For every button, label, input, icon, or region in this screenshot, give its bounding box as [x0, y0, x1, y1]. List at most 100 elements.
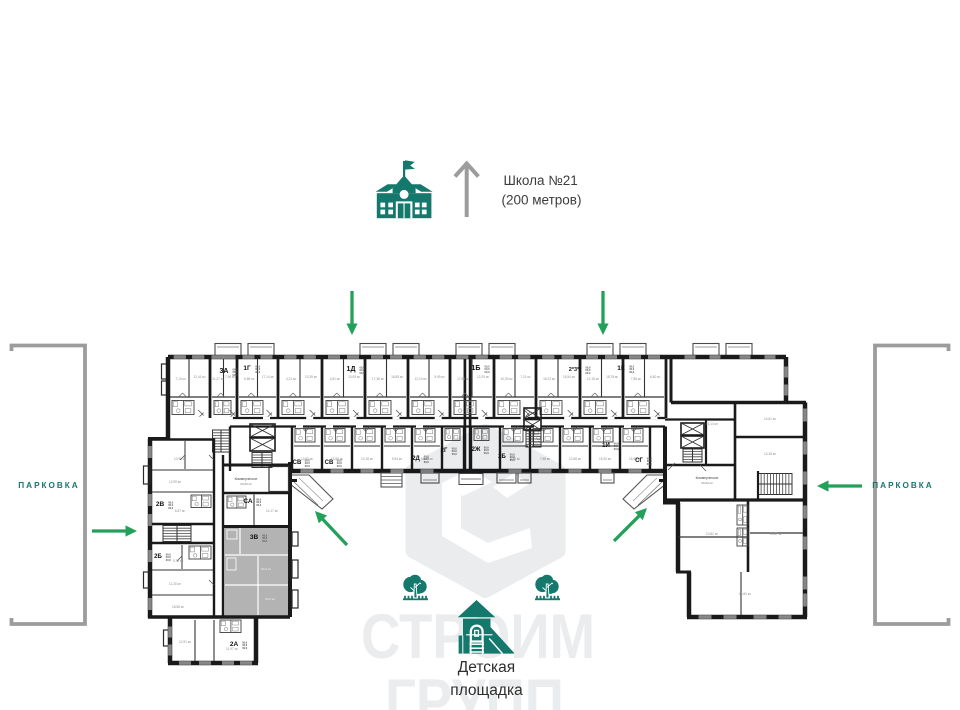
svg-text:00,0: 00,0: [166, 558, 172, 562]
svg-text:(200 метров): (200 метров): [502, 193, 582, 208]
svg-text:17,53 м²: 17,53 м²: [457, 377, 469, 381]
svg-text:12,10 м²: 12,10 м²: [415, 377, 427, 381]
svg-text:00,0: 00,0: [585, 371, 591, 375]
svg-text:1К: 1К: [617, 365, 625, 372]
svg-text:СВ: СВ: [293, 460, 302, 466]
svg-text:00,0: 00,0: [242, 640, 248, 644]
svg-text:00,0 м²: 00,0 м²: [265, 597, 275, 601]
svg-text:Детская: Детская: [458, 659, 515, 676]
svg-text:00,0: 00,0: [168, 500, 174, 504]
svg-text:00,0: 00,0: [256, 503, 262, 507]
svg-text:6,80 м²: 6,80 м²: [650, 375, 660, 379]
svg-text:00,0: 00,0: [166, 552, 172, 556]
svg-text:00,0: 00,0: [585, 368, 591, 372]
svg-text:15,83 м²: 15,83 м²: [331, 457, 343, 461]
svg-text:18,85 м²: 18,85 м²: [391, 375, 403, 379]
svg-text:00,0: 00,0: [233, 373, 239, 377]
svg-text:12,18 м²: 12,18 м²: [764, 452, 776, 456]
svg-text:00,0: 00,0: [337, 464, 343, 468]
svg-text:16,22 м²: 16,22 м²: [543, 377, 555, 381]
svg-text:7,21 м²: 7,21 м²: [520, 375, 530, 379]
svg-text:14,37 м²: 14,37 м²: [770, 532, 782, 536]
svg-text:00,0: 00,0: [262, 536, 268, 540]
svg-text:00,0: 00,0: [255, 370, 261, 374]
svg-text:6,87 м²: 6,87 м²: [175, 509, 185, 513]
svg-text:4,81 м²: 4,81 м²: [330, 377, 340, 381]
svg-text:1Б: 1Б: [472, 365, 481, 372]
svg-text:00,0: 00,0: [629, 364, 635, 368]
svg-text:00,0: 00,0: [647, 459, 653, 463]
svg-text:Коммерческое: Коммерческое: [696, 476, 719, 480]
svg-text:5,94 м²: 5,94 м²: [392, 457, 402, 461]
svg-text:00,00 м²: 00,00 м²: [240, 482, 251, 486]
svg-text:11,30 м²: 11,30 м²: [169, 582, 181, 586]
svg-text:00,0: 00,0: [166, 555, 172, 559]
svg-text:00,0: 00,0: [647, 462, 653, 466]
svg-text:ГРУПП: ГРУПП: [385, 667, 564, 710]
svg-text:ПАРКОВКА: ПАРКОВКА: [18, 481, 79, 490]
svg-text:2*3*: 2*3*: [569, 367, 580, 373]
svg-text:14,61 м²: 14,61 м²: [764, 417, 776, 421]
svg-text:00,0: 00,0: [242, 646, 248, 650]
svg-text:00,0: 00,0: [262, 533, 268, 537]
svg-text:00,0: 00,0: [614, 441, 620, 445]
svg-text:18,78 м²: 18,78 м²: [606, 375, 618, 379]
svg-text:10,18 м²: 10,18 м²: [361, 457, 373, 461]
svg-text:00,0: 00,0: [360, 371, 366, 375]
svg-text:12,15 м²: 12,15 м²: [587, 377, 599, 381]
svg-text:15,30 м²: 15,30 м²: [599, 457, 611, 461]
svg-text:12,68 м²: 12,68 м²: [569, 457, 581, 461]
svg-text:12,91 м²: 12,91 м²: [179, 640, 191, 644]
svg-text:00,0: 00,0: [168, 503, 174, 507]
svg-text:10,39 м²: 10,39 м²: [305, 375, 317, 379]
svg-text:00,0: 00,0: [305, 464, 311, 468]
svg-text:12,41 м²: 12,41 м²: [193, 375, 205, 379]
svg-text:12,29 м²: 12,29 м²: [477, 375, 489, 379]
svg-text:00,0 м²: 00,0 м²: [261, 567, 271, 571]
svg-text:00,0: 00,0: [233, 367, 239, 371]
svg-text:00,0: 00,0: [256, 500, 262, 504]
svg-text:00,0: 00,0: [614, 444, 620, 448]
svg-text:ПАРКОВКА: ПАРКОВКА: [872, 481, 933, 490]
svg-text:10,53 м²: 10,53 м²: [501, 377, 513, 381]
svg-text:СА: СА: [243, 498, 253, 505]
svg-text:00,0: 00,0: [233, 370, 239, 374]
svg-text:00,0: 00,0: [585, 365, 591, 369]
svg-text:1Г: 1Г: [243, 365, 251, 372]
svg-text:Коммерческое: Коммерческое: [235, 477, 258, 481]
svg-text:2В: 2В: [156, 501, 165, 508]
svg-text:СГ: СГ: [635, 458, 643, 464]
svg-text:3А: 3А: [220, 368, 229, 375]
svg-text:14,17 м²: 14,17 м²: [266, 509, 278, 513]
svg-text:площадка: площадка: [450, 682, 523, 699]
svg-text:15,54 м²: 15,54 м²: [563, 375, 575, 379]
svg-text:13,90 м²: 13,90 м²: [301, 457, 313, 461]
svg-text:00,0: 00,0: [647, 456, 653, 460]
svg-text:00,0: 00,0: [485, 370, 491, 374]
svg-text:00,0: 00,0: [242, 643, 248, 647]
svg-text:1Д: 1Д: [347, 366, 356, 373]
svg-text:1И: 1И: [602, 443, 610, 449]
svg-text:СВ: СВ: [325, 460, 334, 466]
svg-text:6,85 м²: 6,85 м²: [244, 377, 254, 381]
svg-text:10,95 м²: 10,95 м²: [174, 457, 186, 461]
svg-text:12,99 м²: 12,99 м²: [169, 480, 181, 484]
svg-text:00,0: 00,0: [168, 506, 174, 510]
svg-text:00,0: 00,0: [337, 461, 343, 465]
svg-text:9,78 м²: 9,78 м²: [173, 559, 183, 563]
svg-text:19,60 м²: 19,60 м²: [739, 592, 751, 596]
svg-text:18,58 м²: 18,58 м²: [172, 605, 184, 609]
svg-text:2Д: 2Д: [412, 456, 420, 462]
svg-text:00,0: 00,0: [629, 370, 635, 374]
svg-text:2А: 2А: [230, 641, 239, 648]
svg-text:2Б: 2Б: [154, 554, 162, 560]
svg-text:00,0: 00,0: [337, 458, 343, 462]
svg-text:00,0: 00,0: [614, 447, 620, 451]
svg-text:17,14 м²: 17,14 м²: [262, 375, 274, 379]
svg-text:00,0: 00,0: [262, 539, 268, 543]
svg-text:00,0: 00,0: [255, 364, 261, 368]
svg-text:7,13 м²: 7,13 м²: [175, 377, 185, 381]
svg-text:00,0: 00,0: [305, 458, 311, 462]
svg-text:17,38 м²: 17,38 м²: [372, 377, 384, 381]
svg-text:3В: 3В: [250, 534, 259, 541]
